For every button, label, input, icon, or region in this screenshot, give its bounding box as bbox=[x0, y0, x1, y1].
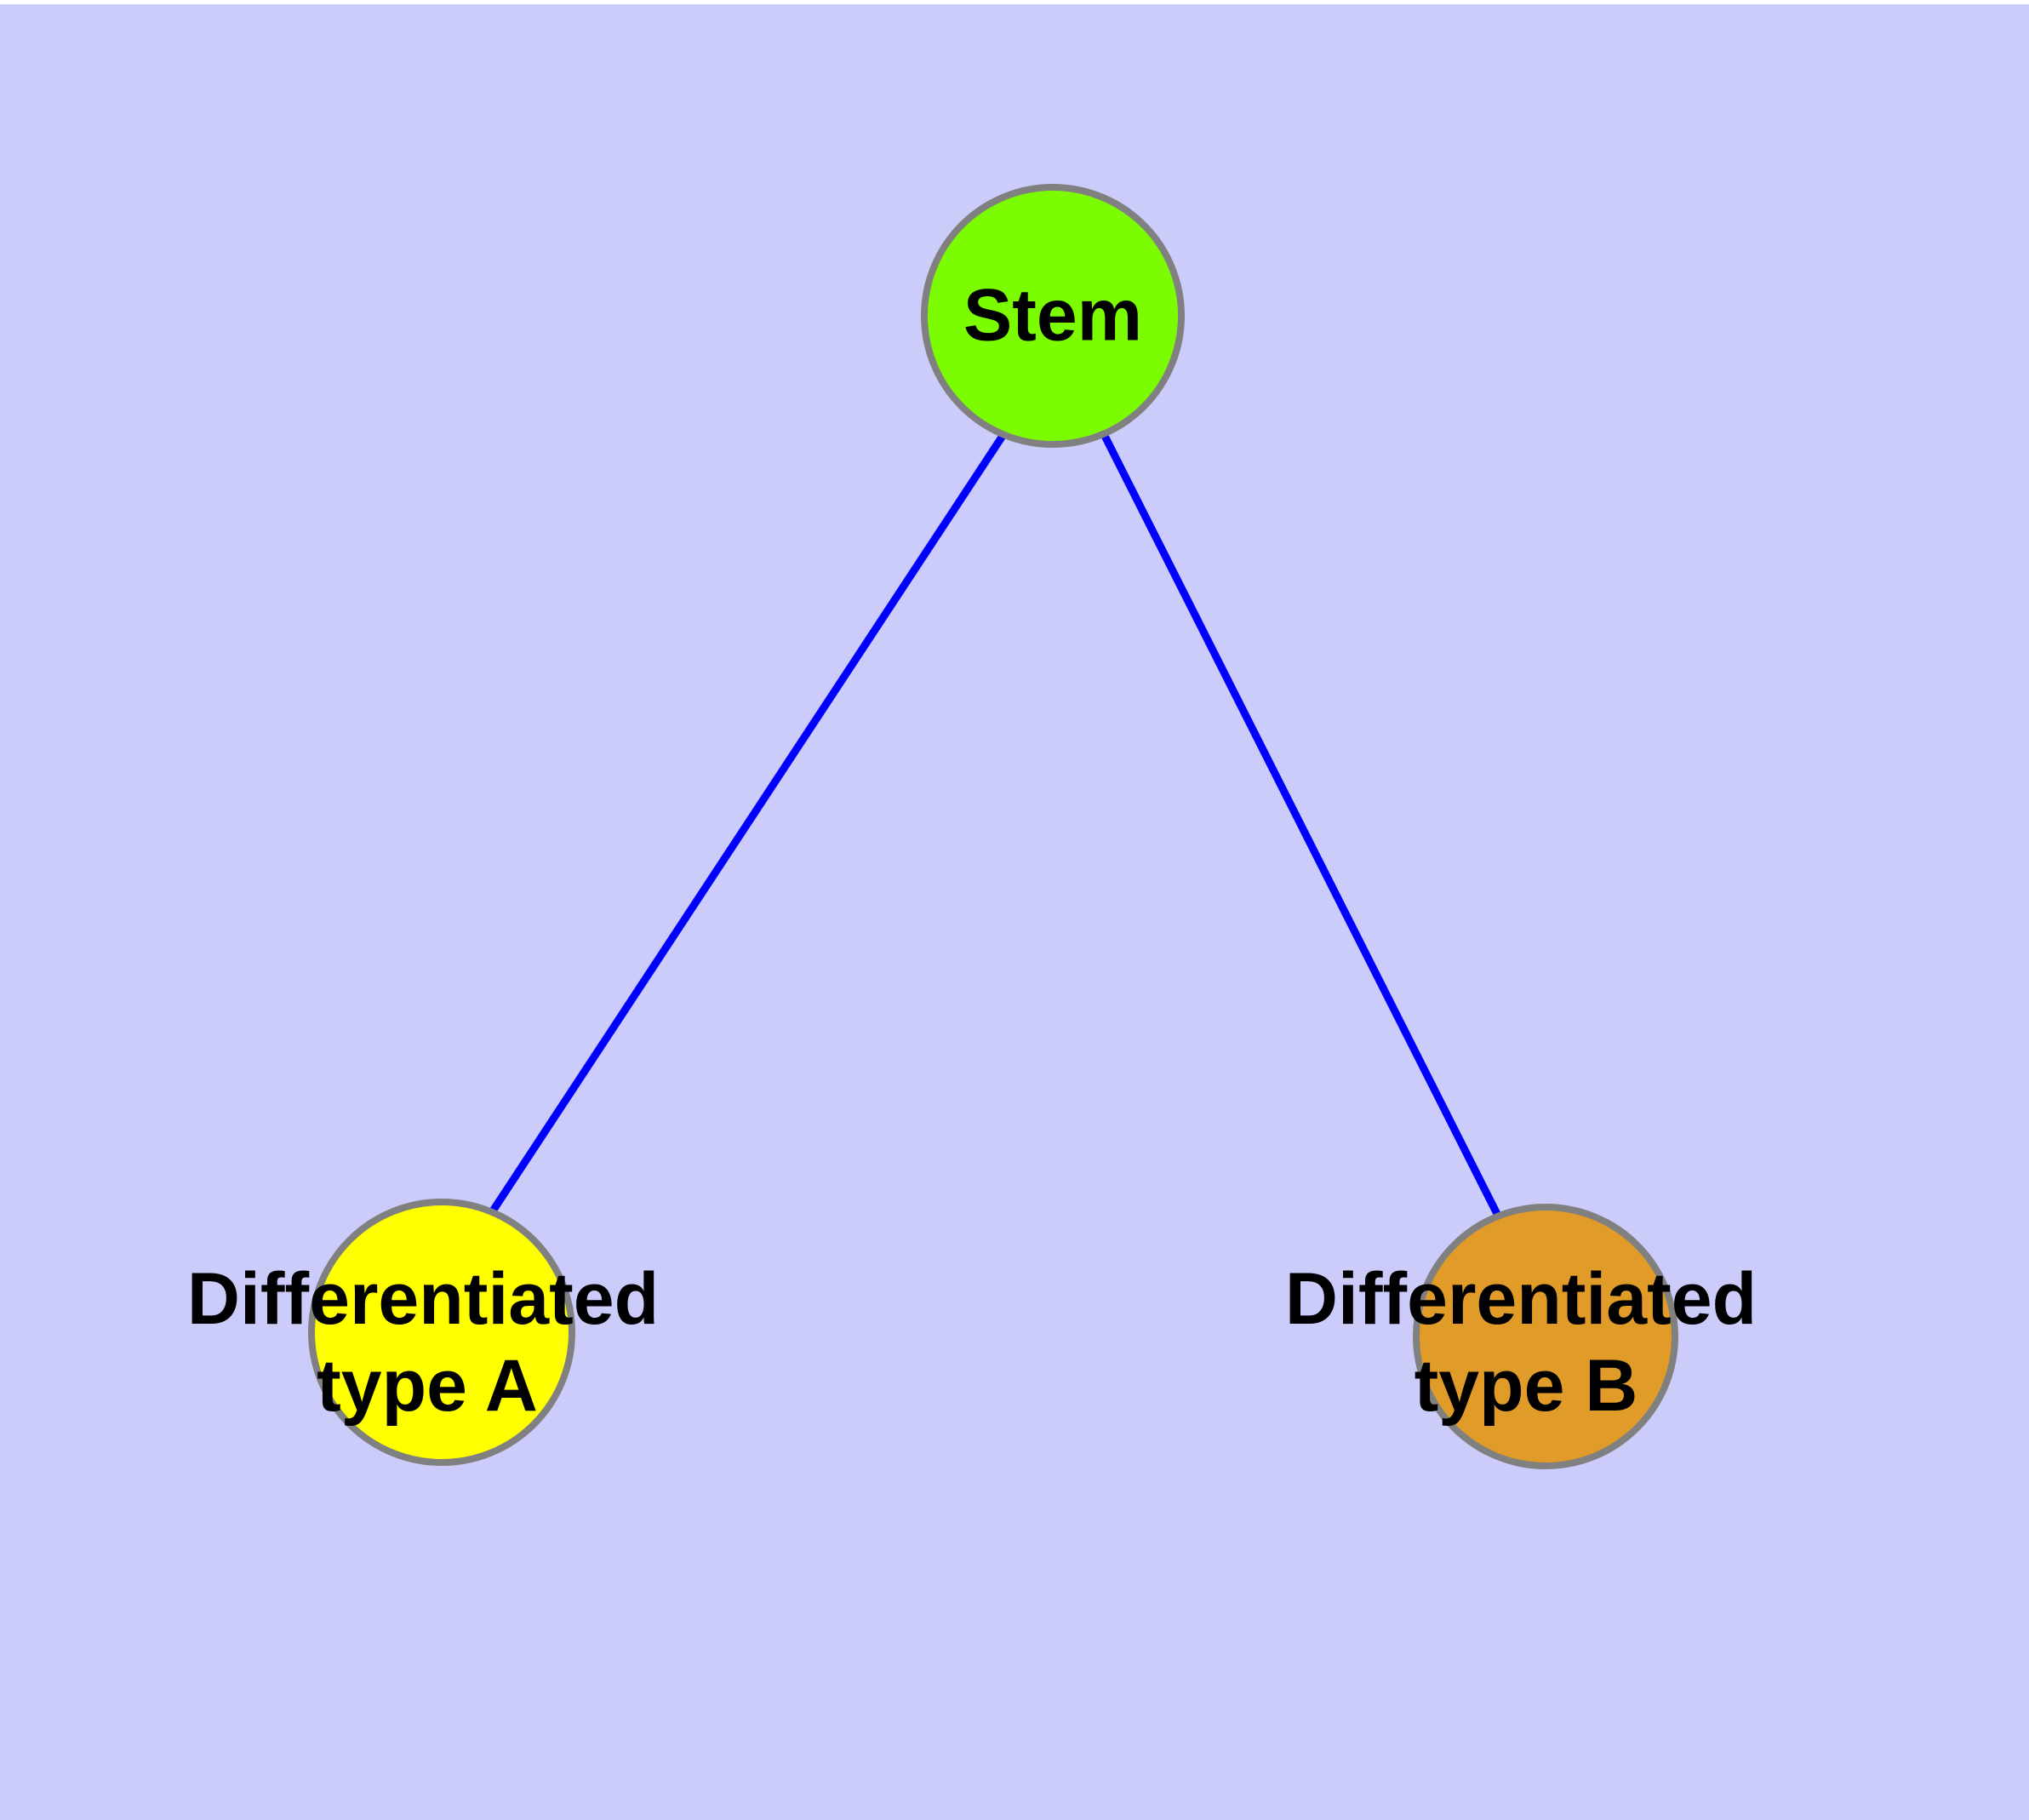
node-stem-label: Stem bbox=[963, 275, 1142, 357]
edges-group bbox=[489, 433, 1502, 1218]
nodes-group: Stem Differentiated type A Differentiate… bbox=[187, 184, 1757, 1469]
node-differentiated-type-a-label-line2: type A bbox=[317, 1345, 538, 1427]
node-differentiated-type-b-circle[interactable] bbox=[1413, 1204, 1678, 1469]
node-differentiated-type-b[interactable]: Differentiated type B bbox=[1285, 1204, 1757, 1469]
node-differentiated-type-a[interactable]: Differentiated type A bbox=[187, 1199, 659, 1466]
node-differentiated-type-b-label-line1: Differentiated bbox=[1285, 1258, 1757, 1340]
edge-stem-to-differentiated-type-b[interactable] bbox=[1100, 433, 1502, 1218]
node-differentiated-type-a-label-line1: Differentiated bbox=[187, 1258, 659, 1340]
node-differentiated-type-b-label-line2: type B bbox=[1415, 1345, 1638, 1427]
node-differentiated-type-a-circle[interactable] bbox=[308, 1199, 575, 1466]
edge-stem-to-differentiated-type-a[interactable] bbox=[489, 433, 1006, 1215]
node-stem[interactable]: Stem bbox=[921, 184, 1185, 448]
node-stem-circle[interactable] bbox=[921, 184, 1185, 448]
